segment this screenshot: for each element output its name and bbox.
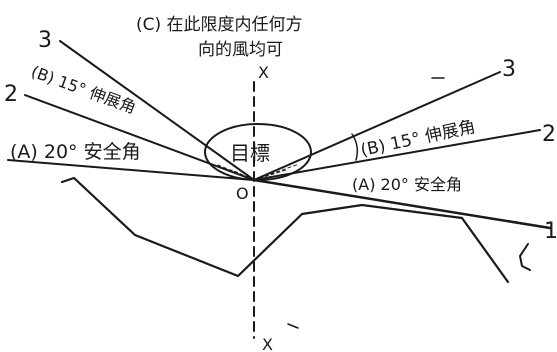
stray-mark-axis	[287, 323, 299, 329]
axis-top-label: X	[258, 63, 269, 82]
ray-3-right	[253, 71, 501, 181]
terrain-profile	[60, 176, 510, 284]
angle-a-right-label: (A) 20° 安全角	[352, 175, 462, 194]
line-2-left-label: 2	[4, 82, 18, 107]
angle-b-right-label: (B) 15° 伸展角	[359, 117, 477, 161]
ray-1-right	[252, 178, 552, 230]
target-label: 目標	[230, 141, 270, 165]
zone-c-label-line2: 向的風均可	[198, 40, 283, 60]
terrain-fragment	[519, 243, 531, 271]
origin-label: O	[236, 184, 249, 203]
angle-arc-right	[351, 133, 359, 161]
line-2-right-label: 2	[542, 122, 556, 147]
ray-2-right	[253, 129, 541, 181]
target-fan-lines	[217, 163, 300, 181]
angle-a-left-label: (A) 20° 安全角	[10, 141, 141, 163]
ray-2-left	[24, 94, 255, 181]
line-3-right-label: 3	[502, 57, 516, 82]
ray-1-left	[7, 159, 255, 181]
line-3-left-label: 3	[38, 28, 52, 53]
line-1-right-label: 1	[544, 219, 557, 244]
ray-3-left	[59, 40, 255, 181]
target-ellipse	[204, 123, 312, 181]
axis-bottom-label: X	[262, 335, 273, 352]
zone-c-label-line1: (C) 在此限度内任何方	[136, 15, 303, 35]
angle-b-left-label: (B) 15° 伸展角	[29, 62, 139, 117]
